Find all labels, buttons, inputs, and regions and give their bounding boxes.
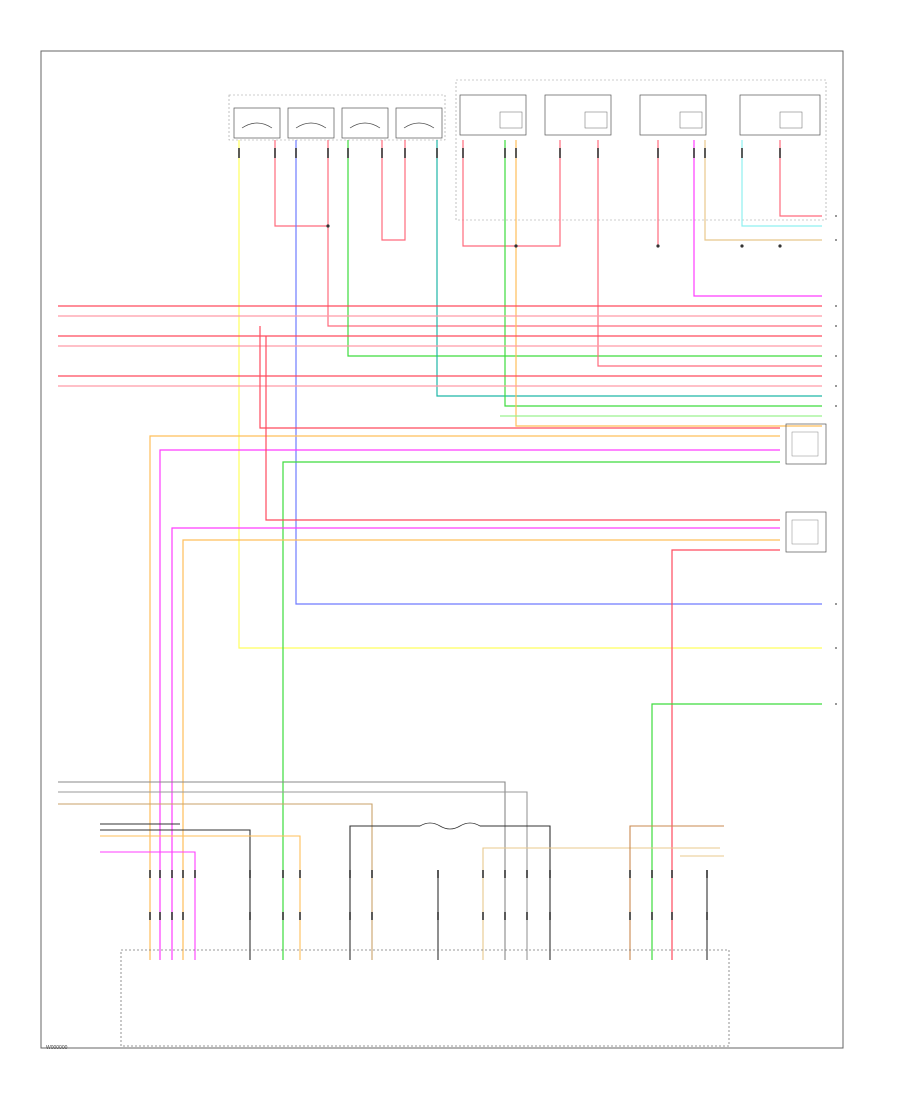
sensor-module-3 (341, 107, 389, 139)
wire-teal-main (436, 140, 822, 397)
sensor-module-4 (395, 107, 443, 139)
fuse-element (419, 822, 481, 830)
wire-red-top-3 (381, 140, 406, 241)
sensor-bank-2 (785, 511, 827, 553)
junction-dot (656, 244, 660, 248)
control-module-box (120, 949, 730, 1047)
footer-code: W000000 (46, 1045, 68, 1051)
wire-green-coil (504, 140, 822, 407)
junction-dot (326, 224, 330, 228)
terminal-dot (835, 239, 837, 241)
wire-magenta-sensor-b (171, 527, 780, 960)
wire-green-sensor-a (282, 461, 780, 960)
junction-dot (778, 244, 782, 248)
wire-green-lower (651, 703, 822, 960)
wire-green-top (347, 140, 822, 357)
wire-magenta-sensor-a (159, 449, 780, 960)
lower-wires (58, 781, 724, 960)
wire-tan-lower (58, 803, 373, 960)
control-module (120, 949, 737, 1047)
wire-magenta-top (693, 140, 822, 297)
wire-yellow-main (238, 140, 822, 649)
top-group-box-left (228, 94, 446, 141)
wire-gray-lower-2 (58, 791, 528, 960)
coil-sub-box-3 (679, 111, 703, 129)
sensor-bank-1 (785, 423, 827, 465)
wire-red-sensor-a (259, 326, 780, 429)
top-group-box-right (455, 79, 827, 221)
wire-orange-sensor-a (149, 435, 780, 960)
terminal-dot (835, 355, 837, 357)
wire-black-lower-2 (100, 829, 251, 960)
top-left-sensor-group (228, 94, 446, 141)
wire-orange-sensor-b (182, 539, 780, 960)
wire-orange-lower (100, 835, 301, 960)
terminal-dot (835, 215, 837, 217)
wire-red-sensor-b2 (671, 549, 780, 960)
sensor-arc-4 (403, 122, 435, 129)
wire-black-lower-3 (349, 825, 420, 960)
fuse-symbol (419, 822, 481, 830)
wire-blue-main (295, 140, 822, 605)
wire-cyan-coil (741, 140, 822, 227)
wire-black-lower-4 (480, 825, 551, 960)
wire-red-coil-4 (779, 140, 822, 217)
diagram-frame (40, 50, 844, 1049)
coil-module-3 (639, 94, 707, 136)
wire-gray-lower-1 (58, 781, 506, 960)
sensor-bank-2-inner (791, 519, 819, 545)
right-sensors (785, 423, 827, 553)
wire-magenta-lower (100, 851, 196, 960)
top-vertical-wires (238, 140, 822, 649)
coil-module-4 (739, 94, 821, 136)
right-terminals (835, 215, 837, 705)
wire-red-top-1 (274, 140, 328, 227)
horizontal-bus (58, 305, 822, 417)
coil-sub-box-2 (584, 111, 608, 129)
wire-orange-coil (515, 140, 822, 427)
terminal-dot (835, 603, 837, 605)
terminal-dot (835, 385, 837, 387)
wire-tan-lower-2 (482, 847, 720, 960)
sensor-arc-3 (349, 122, 381, 129)
lower-connectors (149, 870, 708, 920)
sensor-bank-1-inner (791, 431, 819, 457)
coil-module-2 (544, 94, 612, 136)
wire-red-coil-1 (462, 140, 561, 247)
terminal-dot (835, 325, 837, 327)
sensor-wires (149, 326, 822, 960)
terminal-dot (835, 405, 837, 407)
junction-dots (326, 224, 782, 248)
sensor-module-1 (233, 107, 281, 139)
coil-module-1 (459, 94, 527, 136)
coil-sub-box-4 (779, 111, 803, 129)
wire-red-sensor-b (265, 336, 780, 521)
sensor-arc-1 (241, 122, 273, 129)
top-connectors (238, 148, 781, 158)
sensor-module-2 (287, 107, 335, 139)
junction-dot (740, 244, 744, 248)
wire-red-top-2 (327, 140, 822, 327)
wire-red-coil-2 (597, 140, 822, 367)
terminal-dot (835, 305, 837, 307)
coil-sub-box-1 (499, 111, 523, 129)
sensor-arc-2 (295, 122, 327, 129)
junction-dot (514, 244, 518, 248)
control-module-label-box (729, 950, 737, 1046)
wire-tan-coil (704, 140, 822, 241)
terminal-dot (835, 703, 837, 705)
wire-brown-lower (629, 825, 724, 960)
terminal-dot (835, 647, 837, 649)
top-right-coil-group (455, 79, 827, 221)
